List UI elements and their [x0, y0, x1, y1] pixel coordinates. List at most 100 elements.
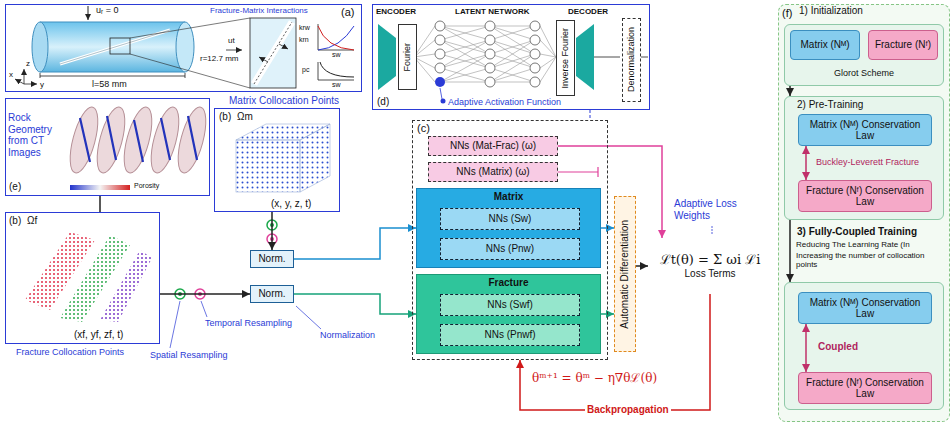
- interaction-inset-part: [318, 26, 354, 50]
- point-cloud-box: Matrix Collocation Points(b)Ωm(x, y, z, …: [214, 108, 340, 212]
- core-sample-part: [40, 22, 185, 72]
- transform-box: Fourier: [398, 24, 417, 90]
- panel-fill-part: [784, 24, 944, 86]
- law-box: Matrix (Nᴹ) Conservation Law: [798, 114, 932, 146]
- loss-link-part: [712, 226, 713, 235]
- annotation-label: LATENT NETWORK: [455, 7, 530, 16]
- node-text: (b): [9, 215, 21, 227]
- neural-network-part-part: [435, 21, 445, 31]
- network-box: NNs (Mat-Frac) (ω): [428, 136, 558, 156]
- interaction-inset-part: [279, 44, 288, 49]
- neural-network-part: [590, 110, 591, 120]
- connector: [789, 220, 791, 282]
- node-text: (b): [219, 111, 231, 123]
- neural-network-part: [576, 24, 594, 90]
- neural-network-part-part: [530, 63, 540, 73]
- annotation-label: uᵣ = 0: [96, 5, 118, 15]
- edge-label: Backpropagation: [585, 404, 671, 416]
- core-sample-part: [226, 50, 242, 51]
- core-sample-part: [24, 84, 37, 85]
- interaction-inset-part: [318, 26, 354, 50]
- loss-box: ℒt(θ) = Σ ωi ℒiLoss Terms: [648, 238, 772, 294]
- connector: [805, 324, 807, 372]
- neural-network-part-part: [530, 77, 540, 87]
- node-text: (c): [417, 122, 430, 135]
- node-text: 2) Pre-Training: [797, 99, 863, 111]
- panel-fill-part: [784, 96, 944, 220]
- annotation-label: r=12.7 mm: [200, 54, 238, 63]
- annotation-label: Porosity: [134, 182, 159, 190]
- annotation-label: DECODER: [568, 7, 608, 16]
- connector: [99, 196, 101, 212]
- network-box: NNs (Matrix) (ω): [428, 162, 558, 182]
- node-text: (e): [9, 181, 21, 193]
- connector: [294, 228, 416, 259]
- point-cloud-box: (b)Ωf(xf, yf, zf, t)Fracture Collocation…: [5, 212, 160, 344]
- node-text: NNs (Sw): [489, 213, 532, 225]
- annotation-label: l=58 mm: [92, 79, 127, 89]
- connector: [805, 146, 807, 180]
- network-box: NNs (Pnw): [440, 238, 580, 260]
- interaction-inset-part: [259, 57, 268, 62]
- neural-network-part-part: [435, 35, 445, 45]
- neural-network-part: [441, 99, 446, 104]
- annotation-label: Temporal Resampling: [205, 318, 292, 328]
- node-text: NNs (Mat-Frac) (ω): [450, 140, 536, 152]
- neural-network-part-part: [530, 21, 540, 31]
- annotation-label: sw: [332, 81, 341, 89]
- node-text: Norm.: [258, 253, 285, 265]
- resampling-symbol-part: [170, 301, 321, 348]
- neural-network-part: [540, 26, 556, 82]
- connector: [294, 294, 416, 314]
- node-text: (d): [377, 96, 389, 108]
- connector: [160, 293, 250, 295]
- neural-network-part: [435, 21, 540, 87]
- interaction-inset-part: [320, 62, 354, 77]
- node-text: Loss Terms: [685, 268, 736, 280]
- annotation-label: Normalization: [320, 330, 375, 340]
- core-sample-part: [24, 69, 25, 84]
- collocation-points: [25, 124, 330, 322]
- core-sample: [15, 6, 250, 88]
- connector: [271, 212, 273, 250]
- annotation-label: ut: [228, 36, 235, 45]
- interaction-inset-part: [318, 62, 354, 80]
- annotation-label: Adaptive Loss Weights: [674, 198, 766, 221]
- node-text: Matrix Collocation Points: [229, 95, 339, 107]
- core-sample-part: [40, 73, 185, 78]
- node-text: (f): [782, 7, 792, 20]
- node-text: Matrix (Nᴹ) Conservation Law: [802, 297, 928, 320]
- law-box: Fracture (Nᶠ) Conservation Law: [798, 180, 932, 212]
- law-box: Matrix (Nᴹ) Conservation Law: [798, 292, 932, 324]
- neural-network-part: [414, 26, 435, 82]
- neural-network-part: [440, 26, 490, 82]
- node-text: Ωf: [27, 215, 37, 227]
- node-text: ℒt(θ) = Σ ωi ℒi: [660, 253, 761, 268]
- edge-label: Coupled: [816, 341, 860, 353]
- node-text: (x, y, z, t): [271, 198, 311, 210]
- law-box: Fracture (Nᶠ) Conservation Law: [798, 372, 932, 404]
- rock-geometry-part: [70, 185, 130, 190]
- neural-network-part-part: [435, 49, 445, 59]
- node-text: 3) Fully-Coupled Training: [797, 226, 917, 238]
- neural-network-part: [378, 24, 396, 90]
- panel-fill-part: [778, 4, 950, 422]
- resampling-symbol: [170, 220, 321, 348]
- annotation-label: Reducing The Learning Rate (In: [796, 240, 946, 249]
- annotation-label: krn: [299, 36, 309, 44]
- stage-box: 3) Fully-Coupled TrainingMatrix (Nᴹ) Con…: [784, 282, 944, 410]
- interaction-inset-part: [254, 22, 292, 84]
- interaction-inset-part: [318, 24, 354, 50]
- interaction-inset: [250, 18, 354, 88]
- annotation-label: pc: [302, 66, 309, 74]
- collocation-points-part: [100, 250, 152, 322]
- connector: [636, 265, 648, 267]
- node-text: (a): [341, 6, 354, 19]
- core-sample-part: [130, 18, 250, 88]
- node-text: NNs (Pnw): [486, 243, 534, 255]
- annotation-label: z: [26, 59, 30, 68]
- node-text: Fracture (Nᶠ) Conservation Law: [802, 185, 928, 208]
- node-text: NNs (Pnwf): [484, 329, 535, 341]
- node-text: Fracture (Nᶠ) Conservation Law: [802, 377, 928, 400]
